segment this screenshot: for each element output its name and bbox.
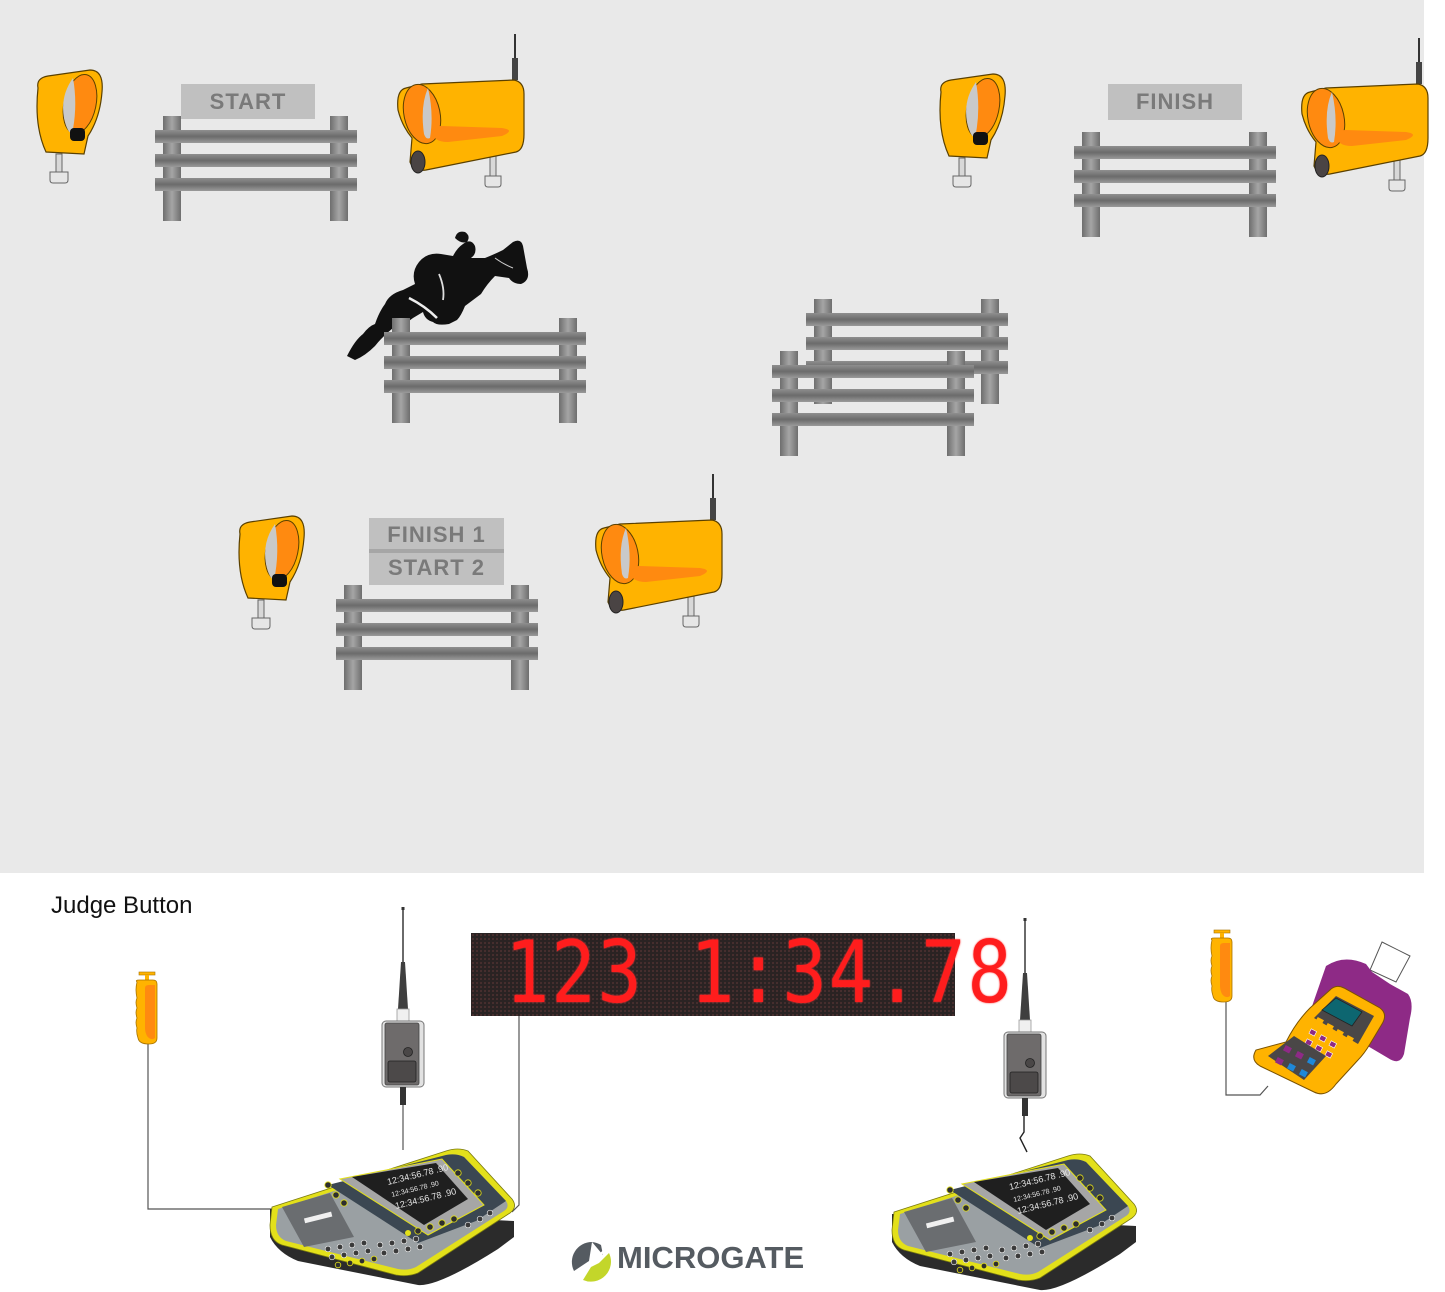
timer-console-right-icon: [891, 1153, 1138, 1291]
timer-console-left-icon: [269, 1148, 516, 1286]
judge-button-left-icon[interactable]: [133, 971, 168, 1047]
intermediate-sign-start2: START 2: [387, 555, 486, 580]
start-sign-label: START: [209, 89, 287, 114]
start-sign: START: [181, 84, 315, 119]
judge-button-right-icon[interactable]: [1208, 929, 1243, 1005]
microgate-logo-icon: [571, 1241, 611, 1282]
horse-rider-icon: [347, 231, 529, 360]
scoreboard-display: 123 1:34.78: [504, 923, 1014, 1023]
microgate-logo-text: MICROGATE: [617, 1240, 805, 1275]
course-field: [0, 0, 1424, 873]
finish-sign-label: FINISH: [1135, 89, 1215, 114]
radio-module-left-icon: [381, 906, 425, 1106]
judge-button-label: Judge Button: [51, 892, 193, 919]
finish-sign: FINISH: [1108, 84, 1242, 120]
led-scoreboard: 123 1:34.78: [471, 927, 1012, 1019]
intermediate-sign: FINISH 1 START 2: [369, 518, 504, 585]
intermediate-sign-finish1: FINISH 1: [369, 518, 504, 553]
radio-module-right-icon: [1003, 917, 1047, 1117]
handheld-printer-timer-icon: [1253, 941, 1412, 1095]
